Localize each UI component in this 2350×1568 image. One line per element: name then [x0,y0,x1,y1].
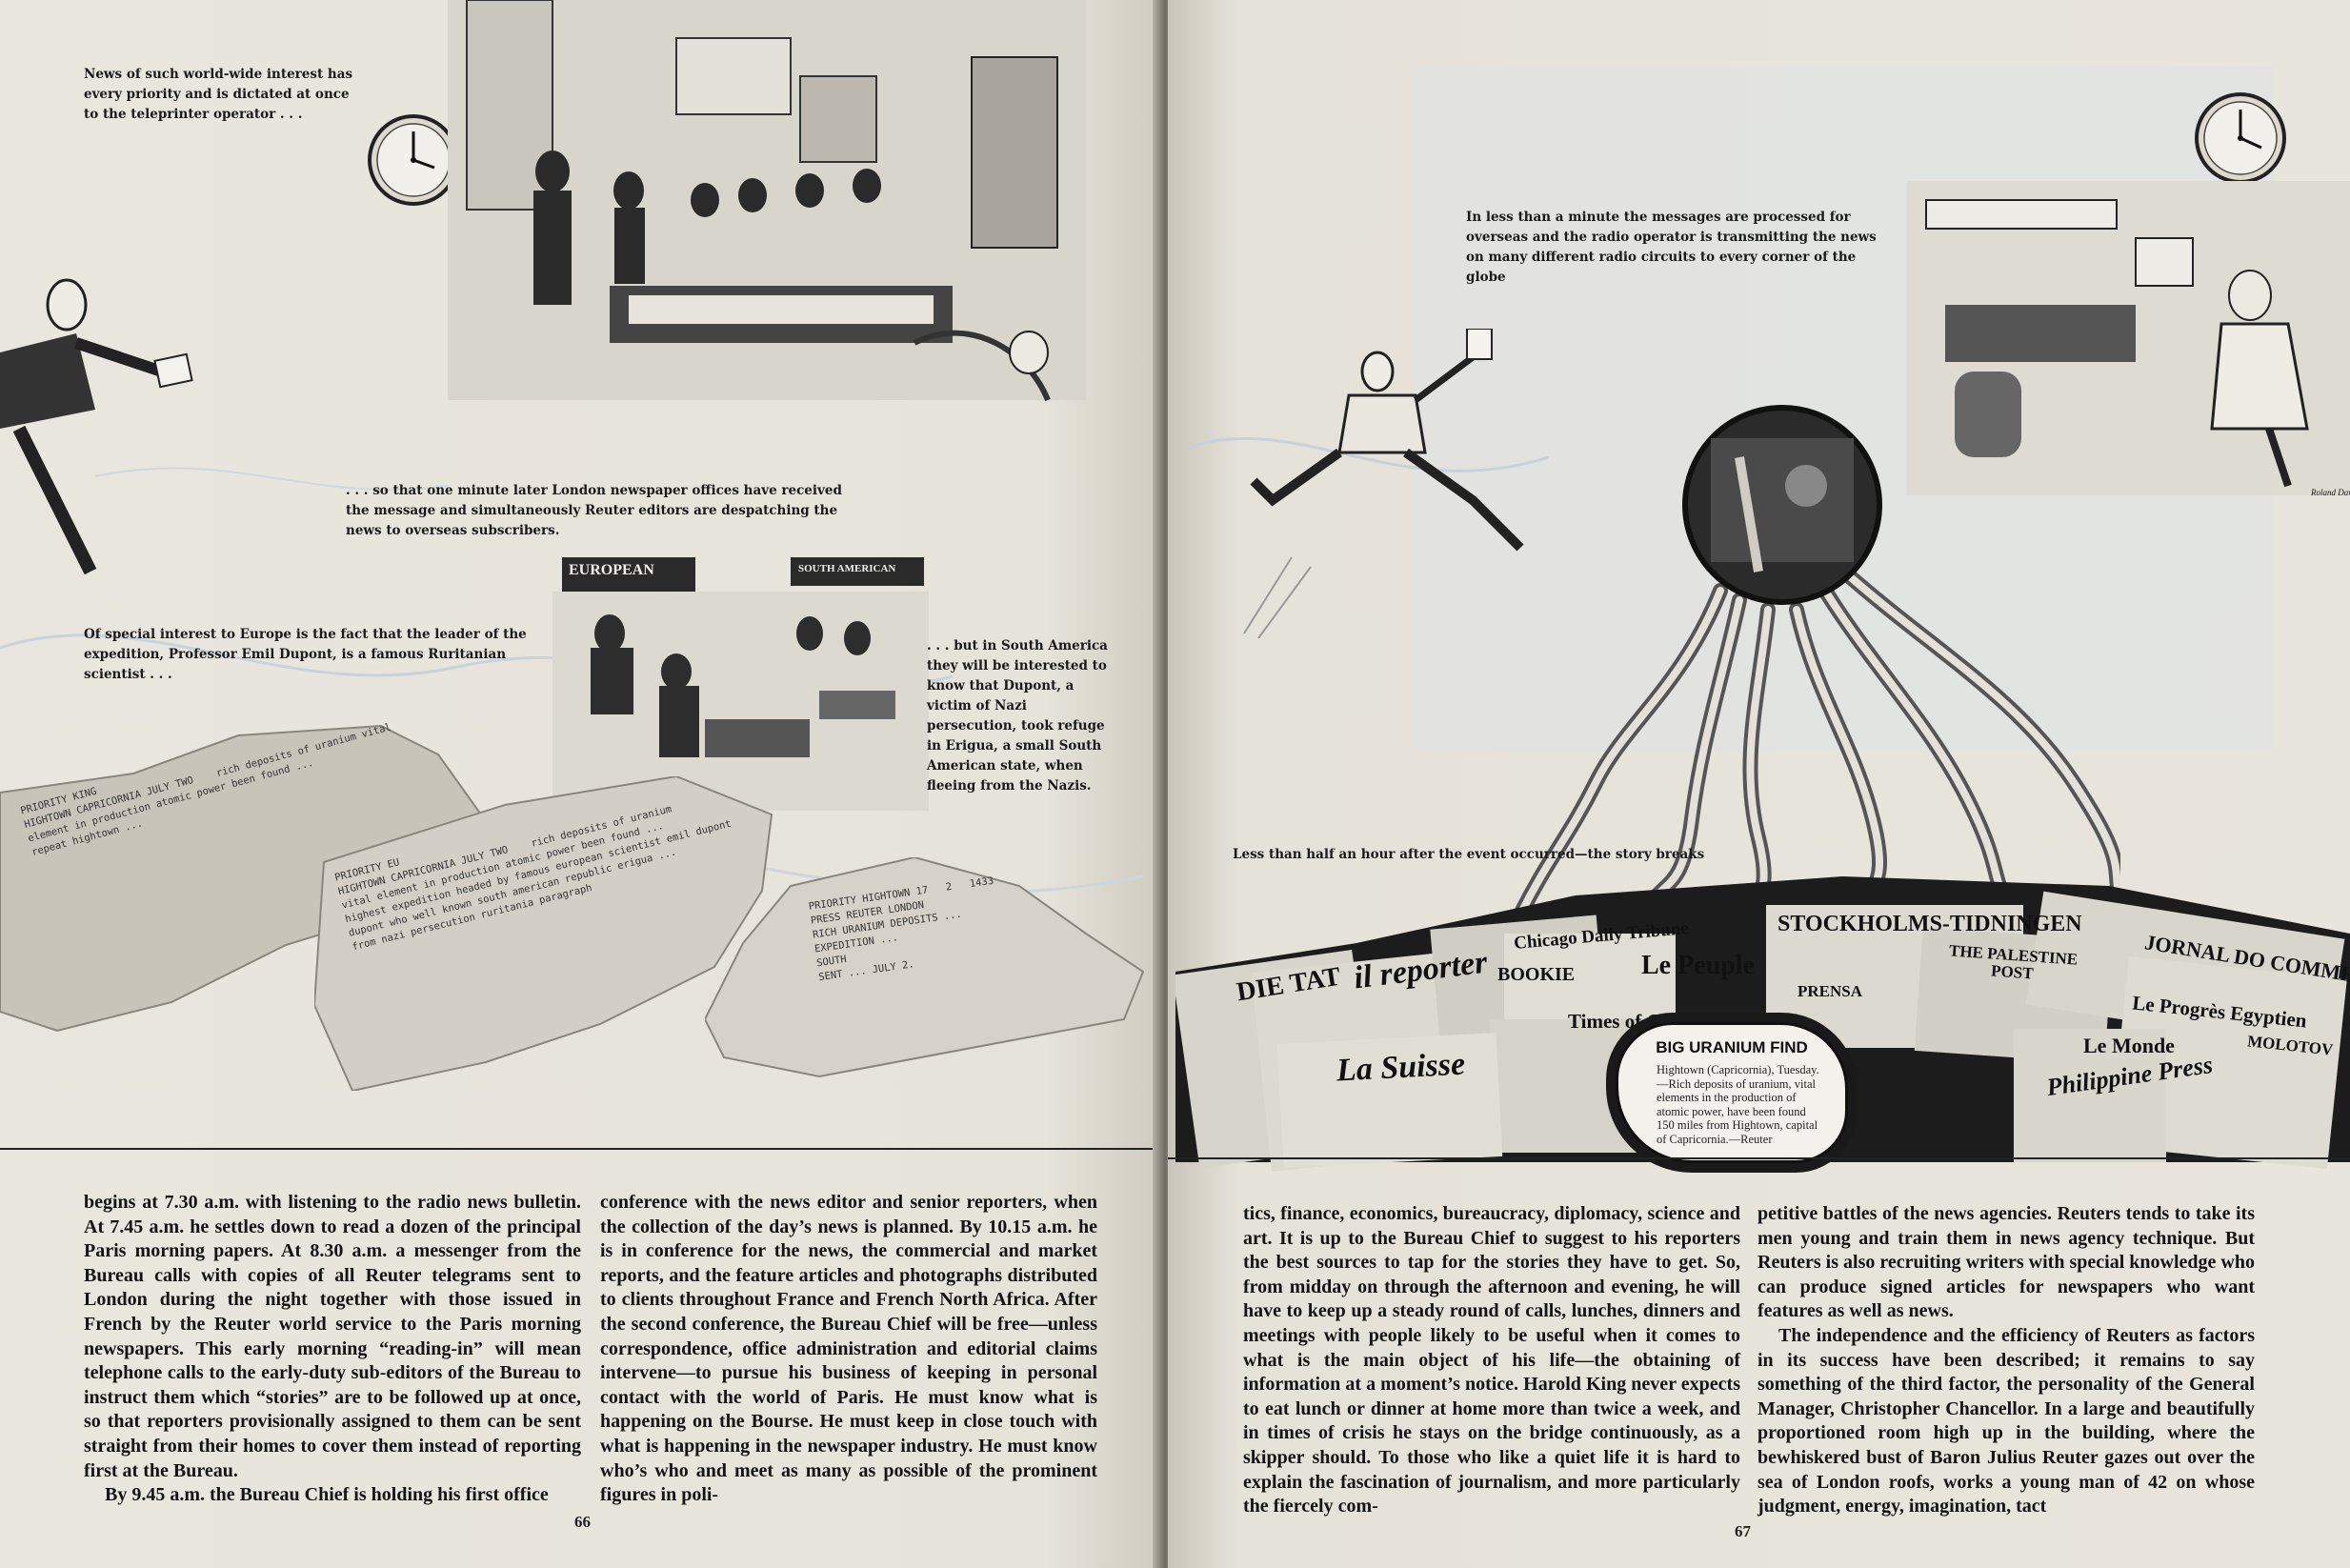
running-messenger-illustration [0,278,193,575]
paragraph: petitive battles of the news agencies. R… [1757,1203,2255,1322]
editors-desks-illustration [552,557,929,811]
paragraph: begins at 7.30 a.m. with listening to th… [84,1192,581,1481]
paragraph: conference with the news editor and seni… [600,1192,1097,1506]
paragraph: tics, finance, economics, bureaucracy, d… [1243,1203,1740,1518]
caption-newspaper-offices: . . . so that one minute later London ne… [346,483,842,538]
right-column-1: tics, finance, economics, bureaucracy, d… [1243,1202,1740,1519]
teleprinter-tapes-illustration [1513,405,2120,915]
masthead-le-peuple: Le Peuple [1641,951,1755,980]
caption-radio-operator: In less than a minute the messages are p… [1466,210,1877,285]
masthead-la-suisse: La Suisse [1336,1046,1466,1089]
page-number: 67 [1735,1522,1751,1540]
teleprinter-strip-3 [705,857,1145,1078]
page-number: 66 [574,1513,591,1531]
sign-south-american: SOUTH AMERICAN [798,563,896,574]
newspapers-montage [1175,876,2350,1172]
section-rule-left [0,1148,1162,1150]
artist-signature: Roland Davidson [2311,488,2350,497]
caption-story-breaks: Less than half an hour after the event o… [1233,847,1705,862]
caption-europe-interest: Of special interest to Europe is the fac… [84,627,527,682]
leaping-messenger-illustration [1243,329,1524,639]
masthead-prensa: PRENSA [1798,982,1863,1000]
masthead-bookie: BOOKIE [1497,964,1576,985]
section-rule-right [1168,1157,2350,1159]
paragraph: By 9.45 a.m. the Bureau Chief is holding… [105,1484,549,1506]
left-column-2: conference with the news editor and seni… [600,1191,1097,1508]
caption-teleprinter: News of such world-wide interest has eve… [84,67,353,122]
sign-european: EUROPEAN [569,562,654,578]
masthead-stockholms-tidningen: STOCKHOLMS-TIDNINGEN [1778,912,2082,936]
teleprinter-strip-2 [314,776,773,1091]
caption-south-america: . . . but in South America they will be … [927,638,1108,794]
masthead-le-monde: Le Monde [2083,1034,2175,1057]
headline-clipping: BIG URANIUM FIND Hightown (Capricornia),… [1616,1022,1848,1163]
left-column-1: begins at 7.30 a.m. with listening to th… [84,1191,581,1508]
left-page: News of such world-wide interest has eve… [0,0,1162,1568]
right-page: In less than a minute the messages are p… [1168,0,2350,1568]
newsroom-illustration [448,0,1086,402]
headline-title: BIG URANIUM FIND [1656,1038,1808,1056]
wall-clock-illustration [2195,92,2286,184]
right-column-2: petitive battles of the news agencies. R… [1757,1202,2255,1519]
radio-operator-illustration [1907,181,2350,495]
headline-body: Hightown (Capricornia), Tuesday.—Rich de… [1657,1063,1819,1146]
paragraph: The independence and the efficiency of R… [1757,1324,2255,1518]
